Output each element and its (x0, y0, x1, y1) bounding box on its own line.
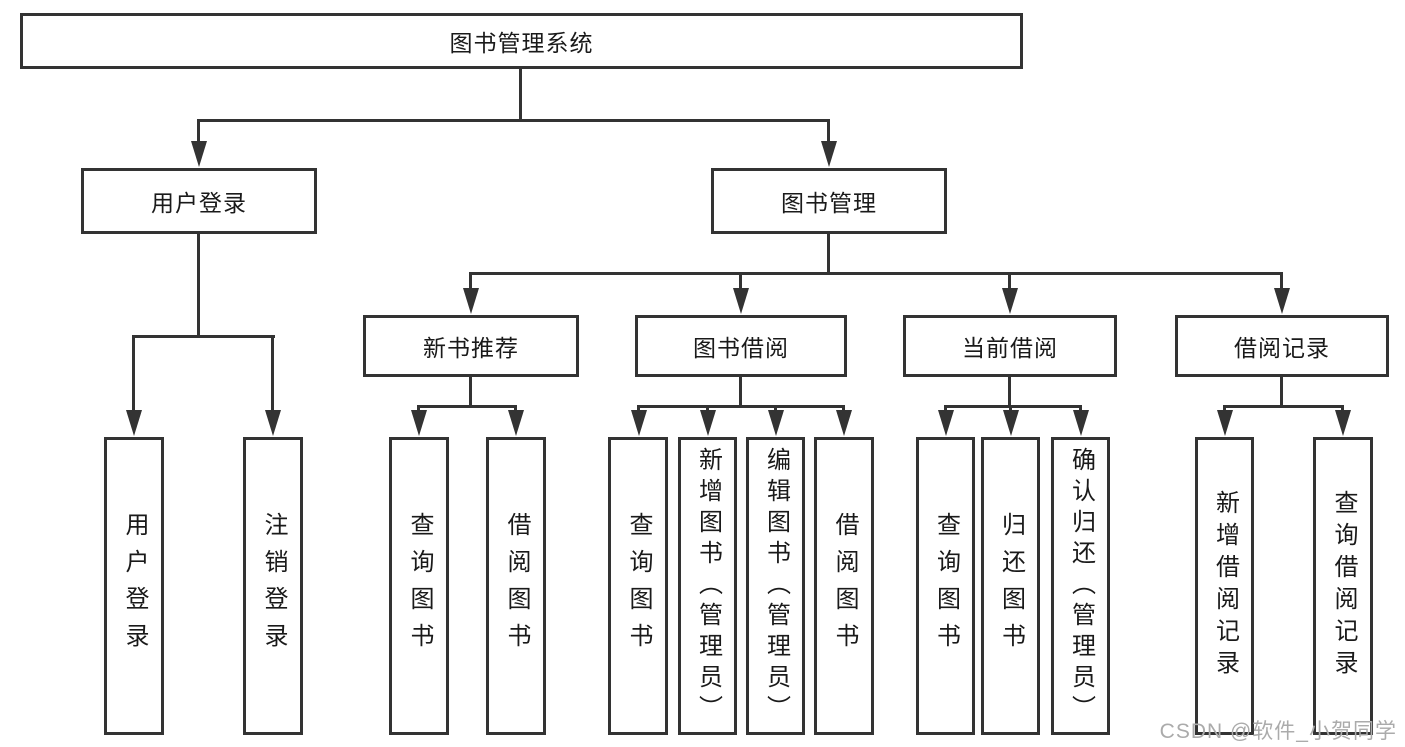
leaf-add-borrow-record: 新增借阅记录 (1195, 437, 1254, 735)
node-borrow-records: 借阅记录 (1175, 315, 1389, 377)
leaf-label: 用户登录 (121, 512, 148, 660)
leaf-label: 编辑图书（管理员） (762, 446, 790, 726)
leaf-label: 注销登录 (260, 512, 287, 660)
connector-records-stem (1280, 376, 1283, 408)
node-label: 图书管理系统 (449, 30, 594, 56)
leaf-label: 新增图书（管理员） (694, 446, 722, 726)
arrow-down-icon (937, 405, 954, 436)
arrow-down-icon (1273, 272, 1290, 314)
leaf-return-books: 归还图书 (981, 437, 1040, 735)
leaf-label: 借阅图书 (503, 512, 530, 660)
arrow-down-icon (732, 272, 749, 314)
arrow-down-icon (1072, 405, 1089, 436)
arrow-down-icon (630, 405, 647, 436)
leaf-query-books-borrow: 查询图书 (608, 437, 668, 735)
arrow-down-icon (1002, 405, 1019, 436)
node-label: 图书管理 (781, 190, 877, 216)
node-library-management-system: 图书管理系统 (20, 13, 1023, 69)
node-book-borrow: 图书借阅 (635, 315, 847, 377)
node-label: 图书借阅 (693, 335, 789, 361)
leaf-label: 新增借阅记录 (1211, 490, 1239, 682)
leaf-query-books-recommend: 查询图书 (389, 437, 449, 735)
leaf-add-books-admin: 新增图书（管理员） (678, 437, 737, 735)
leaf-logout-login: 注销登录 (243, 437, 303, 735)
arrow-down-icon (1216, 405, 1233, 436)
arrow-down-icon (462, 272, 479, 314)
leaf-borrow-books: 借阅图书 (814, 437, 874, 735)
arrow-down-icon (507, 405, 524, 436)
connector-recommend-bar (417, 405, 517, 408)
leaf-confirm-return-admin: 确认归还（管理员） (1051, 437, 1110, 735)
node-new-book-recommend: 新书推荐 (363, 315, 579, 377)
csdn-watermark: CSDN @软件_小贺同学 (1159, 720, 1397, 743)
arrow-down-icon (1001, 272, 1018, 314)
arrow-down-icon (264, 335, 281, 436)
node-label: 用户登录 (151, 190, 247, 216)
leaf-borrow-books-recommend: 借阅图书 (486, 437, 546, 735)
leaf-label: 查询借阅记录 (1330, 490, 1357, 682)
leaf-user-login: 用户登录 (104, 437, 164, 735)
connector-current-stem (1008, 376, 1011, 408)
arrow-down-icon (767, 405, 784, 436)
node-label: 借阅记录 (1234, 335, 1330, 361)
arrow-down-icon (835, 405, 852, 436)
connector-records-bar (1223, 405, 1344, 408)
leaf-label: 确认归还（管理员） (1067, 446, 1095, 726)
connector-current-bar (944, 405, 1082, 408)
leaf-label: 查询图书 (406, 512, 433, 660)
arrow-down-icon (190, 119, 207, 167)
node-label: 当前借阅 (962, 335, 1058, 361)
arrow-down-icon (410, 405, 427, 436)
arrow-down-icon (1334, 405, 1351, 436)
connector-borrow-bar (637, 405, 845, 408)
leaf-query-borrow-record: 查询借阅记录 (1313, 437, 1373, 735)
connector-recommend-stem (469, 376, 472, 408)
arrow-down-icon (820, 119, 837, 167)
node-label: 新书推荐 (423, 335, 519, 361)
connector-book-mgmt-bar (469, 272, 1283, 275)
leaf-label: 查询图书 (932, 512, 960, 660)
leaf-query-books-current: 查询图书 (916, 437, 975, 735)
connector-root-bar (197, 119, 830, 122)
node-user-login: 用户登录 (81, 168, 317, 234)
arrow-down-icon (699, 405, 716, 436)
leaf-label: 归还图书 (997, 512, 1025, 660)
arrow-down-icon (125, 335, 142, 436)
node-book-management: 图书管理 (711, 168, 947, 234)
leaf-label: 查询图书 (625, 512, 652, 660)
leaf-edit-books-admin: 编辑图书（管理员） (746, 437, 805, 735)
connector-user-login-bar (132, 335, 275, 338)
connector-book-mgmt-stem (827, 233, 830, 275)
connector-borrow-stem (739, 376, 742, 408)
leaf-label: 借阅图书 (831, 512, 858, 660)
connector-user-login-stem (197, 233, 200, 337)
connector-root-stem (519, 68, 522, 122)
node-current-borrow: 当前借阅 (903, 315, 1117, 377)
